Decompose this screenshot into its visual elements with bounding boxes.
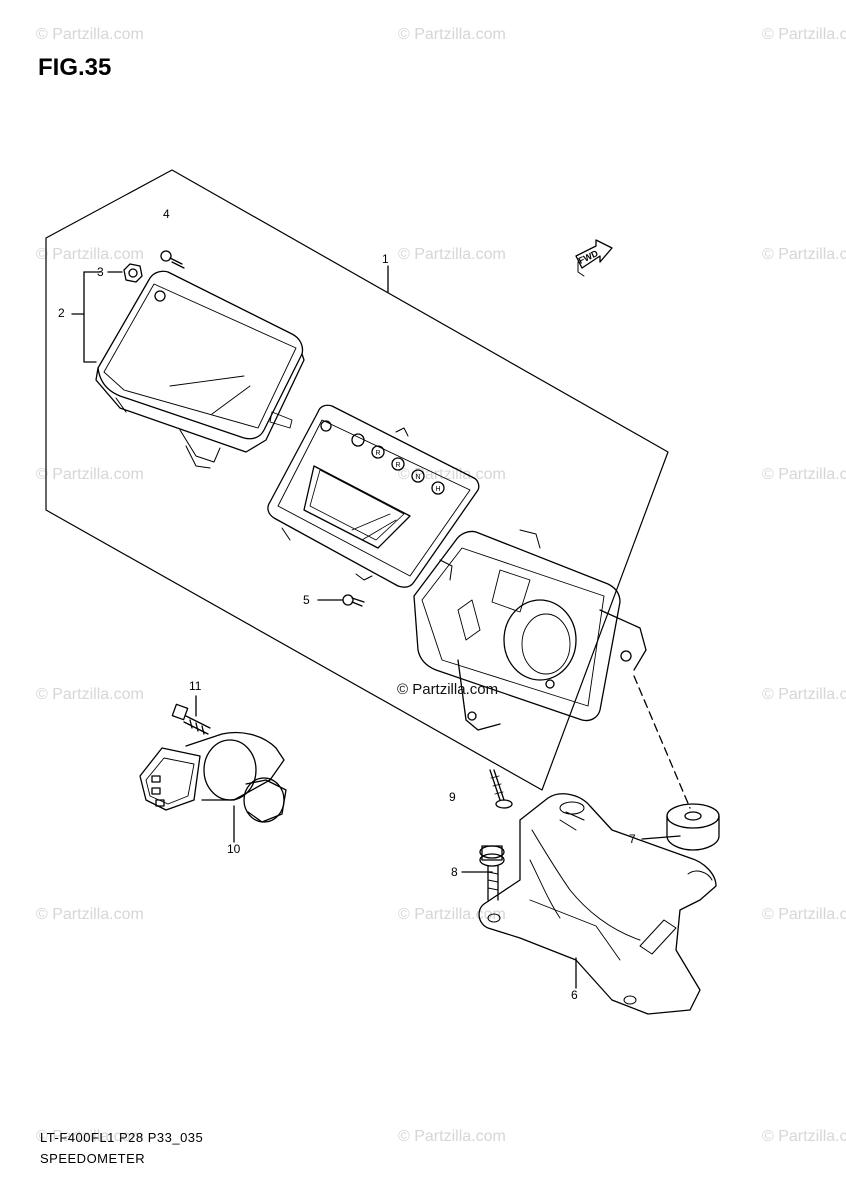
grommet-7 xyxy=(666,803,720,851)
footer-code: LT-F400FL1 P28 P33_035 xyxy=(40,1130,204,1145)
indicator-lamp-3 xyxy=(391,457,405,471)
callout-9: 9 xyxy=(449,790,456,804)
watermark: © Partzilla.com xyxy=(762,1128,846,1145)
nut-3 xyxy=(123,263,143,283)
indicator-lamp-1 xyxy=(351,433,365,447)
callout-5: 5 xyxy=(303,593,310,607)
watermark: © Partzilla.com xyxy=(762,246,846,263)
screw-4 xyxy=(160,250,185,269)
indicator-letter-3: N xyxy=(415,474,420,481)
watermark: © Partzilla.com xyxy=(36,686,144,703)
meter-lens-cover xyxy=(95,270,305,469)
speed-sensor-10 xyxy=(139,731,287,823)
watermark: © Partzilla.com xyxy=(762,26,846,43)
watermark: © Partzilla.com xyxy=(762,686,846,703)
watermark: © Partzilla.com xyxy=(398,246,506,263)
screw-5 xyxy=(342,594,365,607)
footer-section: SPEEDOMETER xyxy=(40,1151,146,1166)
bolt-8 xyxy=(479,845,505,901)
bolt-11 xyxy=(171,703,211,735)
figure-title: FIG.35 xyxy=(38,54,112,81)
leader-7 xyxy=(641,835,681,840)
leader-2 xyxy=(83,271,97,363)
callout-6: 6 xyxy=(571,988,578,1002)
alignment-dashed-line xyxy=(633,675,691,809)
watermark: © Partzilla.com xyxy=(398,26,506,43)
callout-11: 11 xyxy=(189,679,202,693)
watermark: © Partzilla.com xyxy=(36,246,144,263)
watermark: © Partzilla.com xyxy=(398,466,506,483)
watermark: © Partzilla.com xyxy=(36,1128,144,1145)
callout-2: 2 xyxy=(58,306,65,320)
indicator-letter-4: H xyxy=(435,486,440,493)
indicator-lamp-2 xyxy=(371,445,385,459)
callout-8: 8 xyxy=(451,865,458,879)
meter-case-housing xyxy=(413,529,647,731)
indicator-lamp-4 xyxy=(411,469,425,483)
center-watermark: © Partzilla.com xyxy=(397,681,499,698)
indicator-letter-2: R xyxy=(395,462,400,469)
watermark: © Partzilla.com xyxy=(762,906,846,923)
callout-10: 10 xyxy=(227,842,241,856)
meter-bracket-6 xyxy=(478,793,717,1015)
watermark: © Partzilla.com xyxy=(36,26,144,43)
callout-3: 3 xyxy=(97,265,104,279)
tapping-screw-9 xyxy=(489,769,513,809)
callout-7: 7 xyxy=(629,832,636,846)
forward-arrow-icon xyxy=(575,239,613,277)
assembly-boundary xyxy=(45,169,669,791)
indicator-lamps xyxy=(351,433,445,495)
indicator-letter-1: R xyxy=(375,450,380,457)
callout-4: 4 xyxy=(163,207,170,221)
callout-1: 1 xyxy=(382,252,389,266)
indicator-display-panel xyxy=(267,404,480,588)
watermark: © Partzilla.com xyxy=(398,1128,506,1145)
watermark: © Partzilla.com xyxy=(762,466,846,483)
watermark: © Partzilla.com xyxy=(36,906,144,923)
indicator-lamp-5 xyxy=(431,481,445,495)
watermark: © Partzilla.com xyxy=(36,466,144,483)
